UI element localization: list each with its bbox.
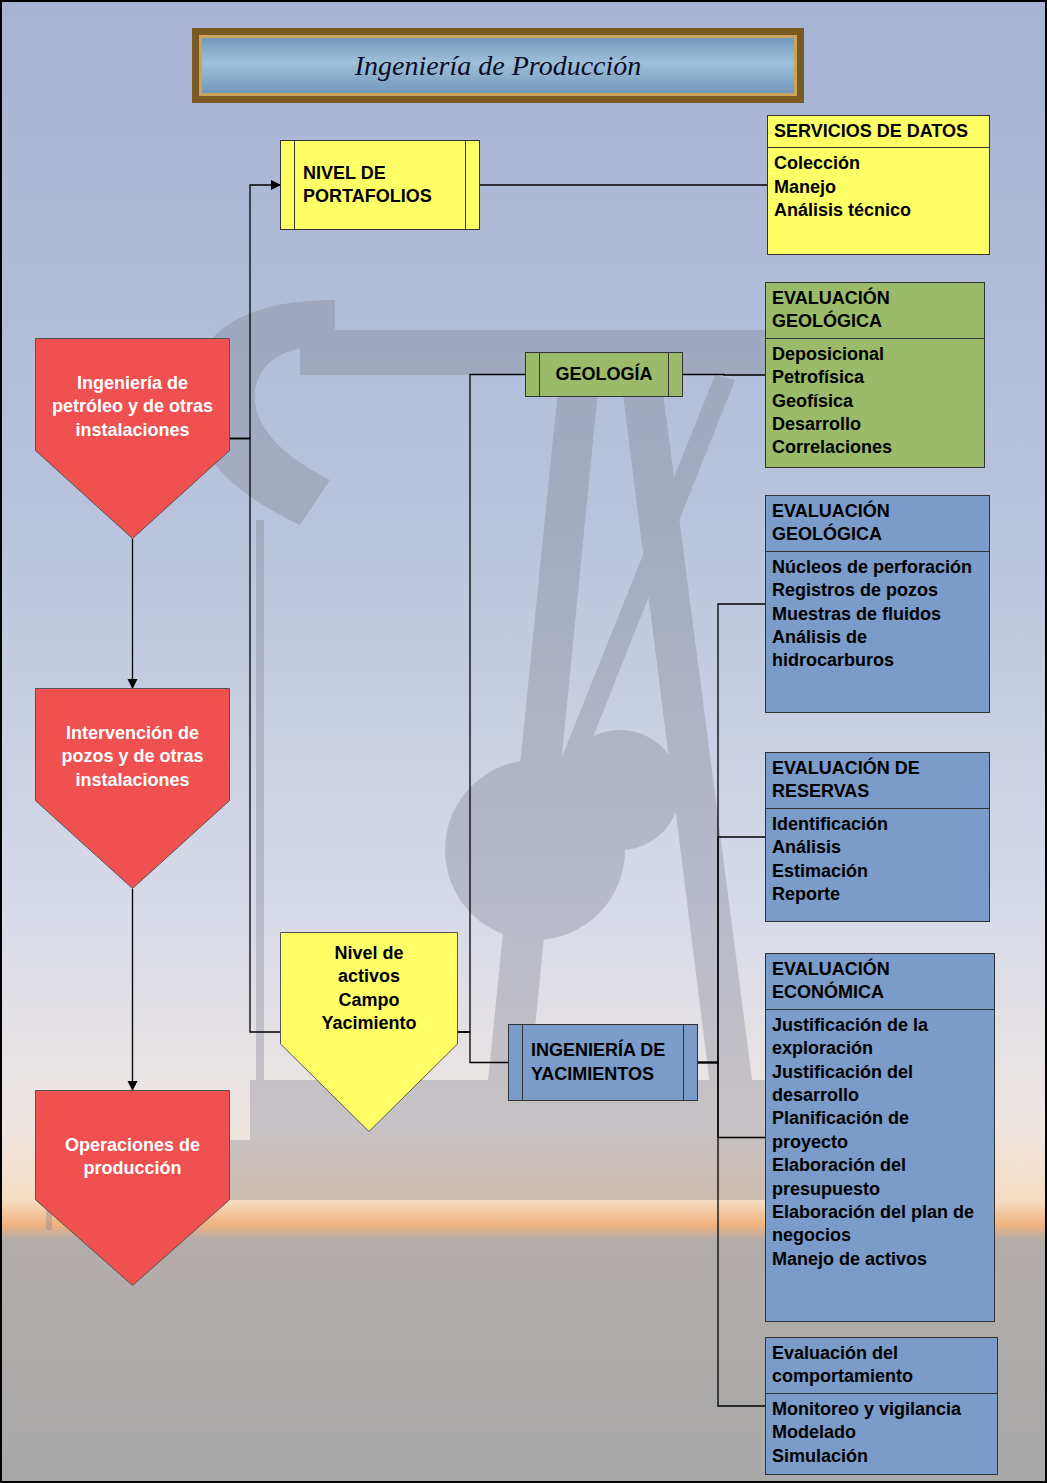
process-box: NIVEL DE PORTAFOLIOS xyxy=(280,140,480,230)
side-bar xyxy=(465,141,466,229)
list-item: Reporte xyxy=(772,883,983,906)
list-box: EVALUACIÓN GEOLÓGICANúcleos de perforaci… xyxy=(765,495,990,713)
connector-line xyxy=(230,185,280,439)
list-item: Análisis de hidrocarburos xyxy=(772,626,983,673)
process-box: GEOLOGÍA xyxy=(525,352,683,397)
list-item: Justificación de la exploración xyxy=(772,1014,988,1061)
list-item: Correlaciones xyxy=(772,436,978,459)
list-item: Desarrollo xyxy=(772,413,978,436)
shape-label: Nivel de activos Campo Yacimiento xyxy=(310,942,428,1036)
list-item: Registros de pozos xyxy=(772,579,983,602)
connector-line xyxy=(132,539,133,688)
side-bar xyxy=(683,1025,684,1100)
side-bar xyxy=(522,1025,523,1100)
box-heading: SERVICIOS DE DATOS xyxy=(768,116,989,148)
box-heading: EVALUACIÓN GEOLÓGICA xyxy=(766,283,984,339)
box-body: Núcleos de perforaciónRegistros de pozos… xyxy=(766,552,989,679)
list-item: Identificación xyxy=(772,813,983,836)
pentagon-arrow: Ingeniería de petróleo y de otras instal… xyxy=(35,338,230,539)
pentagon-outline xyxy=(35,1090,230,1286)
list-box: EVALUACIÓN ECONÓMICAJustificación de la … xyxy=(765,953,995,1322)
shape-label: Intervención de pozos y de otras instala… xyxy=(43,722,223,792)
list-box: EVALUACIÓN DE RESERVASIdentificaciónAnál… xyxy=(765,752,990,922)
list-item: Núcleos de perforación xyxy=(772,556,983,579)
box-heading: EVALUACIÓN GEOLÓGICA xyxy=(766,496,989,552)
list-box: Evaluación del comportamientoMonitoreo y… xyxy=(765,1337,998,1475)
list-item: Manejo xyxy=(774,176,983,199)
connector-line xyxy=(458,1032,508,1063)
list-item: Análisis técnico xyxy=(774,199,983,222)
connector-line xyxy=(480,184,767,185)
connector-line xyxy=(698,1063,765,1138)
list-item: Elaboración del presupuesto xyxy=(772,1154,988,1201)
list-item: Deposicional xyxy=(772,343,978,366)
connector-line xyxy=(230,439,280,1033)
connector-line xyxy=(458,375,525,1033)
box-heading: Evaluación del comportamiento xyxy=(766,1338,997,1394)
side-bar xyxy=(668,353,669,396)
list-item: Modelado xyxy=(772,1421,991,1444)
list-box: SERVICIOS DE DATOSColecciónManejoAnálisi… xyxy=(767,115,990,255)
pentagon-arrow: Nivel de activos Campo Yacimiento xyxy=(280,932,458,1132)
side-bar xyxy=(539,353,540,396)
connector-line xyxy=(698,837,765,1063)
list-item: Estimación xyxy=(772,860,983,883)
connector-line xyxy=(698,604,765,1063)
connector-line xyxy=(683,374,765,376)
list-item: Elaboración del plan de negocios xyxy=(772,1201,988,1248)
box-label: GEOLOGÍA xyxy=(548,363,660,386)
list-item: Geofísica xyxy=(772,390,978,413)
list-item: Simulación xyxy=(772,1445,991,1468)
connector-line xyxy=(132,889,133,1090)
diagram-title: Ingeniería de Producción xyxy=(355,50,642,82)
box-body: ColecciónManejoAnálisis técnico xyxy=(768,148,989,228)
box-body: DeposicionalPetrofísicaGeofísicaDesarrol… xyxy=(766,339,984,466)
list-item: Planificación de proyecto xyxy=(772,1107,988,1154)
list-item: Justificación del desarrollo xyxy=(772,1061,988,1108)
list-item: Petrofísica xyxy=(772,366,978,389)
pentagon-arrow: Operaciones de producción xyxy=(35,1090,230,1286)
box-body: Justificación de la exploraciónJustifica… xyxy=(766,1010,994,1277)
box-heading: EVALUACIÓN DE RESERVAS xyxy=(766,753,989,809)
list-item: Análisis xyxy=(772,836,983,859)
list-item: Colección xyxy=(774,152,983,175)
list-item: Manejo de activos xyxy=(772,1248,988,1271)
shape-label: Operaciones de producción xyxy=(43,1134,223,1181)
box-body: IdentificaciónAnálisisEstimaciónReporte xyxy=(766,809,989,913)
box-label: NIVEL DE PORTAFOLIOS xyxy=(303,162,457,209)
connector-line xyxy=(698,1063,765,1407)
box-label: INGENIERÍA DE YACIMIENTOS xyxy=(531,1039,675,1086)
list-box: EVALUACIÓN GEOLÓGICADeposicionalPetrofís… xyxy=(765,282,985,468)
title-banner: Ingeniería de Producción xyxy=(192,28,804,103)
box-body: Monitoreo y vigilanciaModeladoSimulación xyxy=(766,1394,997,1474)
shape-label: Ingeniería de petróleo y de otras instal… xyxy=(43,372,223,442)
list-item: Monitoreo y vigilancia xyxy=(772,1398,991,1421)
process-box: INGENIERÍA DE YACIMIENTOS xyxy=(508,1024,698,1101)
side-bar xyxy=(294,141,295,229)
box-heading: EVALUACIÓN ECONÓMICA xyxy=(766,954,994,1010)
pentagon-arrow: Intervención de pozos y de otras instala… xyxy=(35,688,230,889)
list-item: Muestras de fluidos xyxy=(772,603,983,626)
